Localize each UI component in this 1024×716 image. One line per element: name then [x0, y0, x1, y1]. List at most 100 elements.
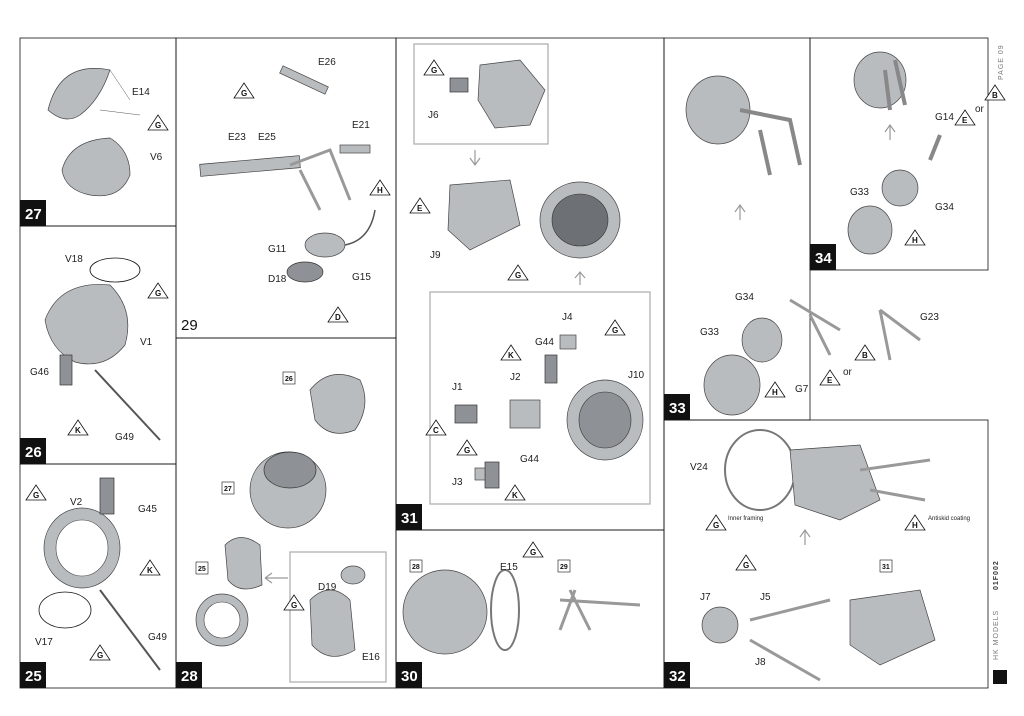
footer-code: 01F002: [993, 560, 1000, 590]
tri-g-25a: G: [33, 491, 39, 500]
ref-31: 31: [882, 564, 890, 571]
label-g44a: G44: [535, 337, 554, 348]
tri-k-31a: K: [508, 351, 514, 360]
step-25-parts: [25, 477, 161, 671]
label-e15: E15: [500, 562, 518, 573]
step-29-number: 29: [181, 317, 198, 334]
label-g11: G11: [268, 244, 287, 255]
label-v1: V1: [140, 337, 153, 348]
step-29-parts: [199, 65, 391, 323]
tri-h-32: H: [912, 521, 918, 530]
tri-k-31b: K: [512, 491, 518, 500]
label-g49-25: G49: [148, 632, 167, 643]
label-e21: E21: [352, 120, 370, 131]
step-33-parts: [685, 75, 921, 416]
ref-29: 29: [560, 564, 568, 571]
label-g7: G7: [795, 384, 809, 395]
label-g34-33: G34: [735, 292, 754, 303]
step-25-number: 25: [25, 668, 42, 685]
label-j8: J8: [755, 657, 766, 668]
label-j6: J6: [428, 110, 439, 121]
tri-g-28: G: [291, 601, 297, 610]
ref-25: 25: [198, 566, 206, 573]
label-g49-26: G49: [115, 432, 134, 443]
note-inner-framing: Inner framing: [728, 516, 763, 522]
tri-g-31d: G: [612, 326, 618, 335]
tri-g-27: G: [155, 121, 161, 130]
label-e26: E26: [318, 57, 336, 68]
step-34-number: 34: [815, 250, 832, 267]
step-26-parts: [44, 257, 169, 441]
tri-g-31c: G: [464, 446, 470, 455]
label-v18: V18: [65, 254, 83, 265]
tri-h-29: H: [377, 186, 383, 195]
label-e14: E14: [132, 87, 150, 98]
label-d18: D18: [268, 274, 287, 285]
tri-h-33: H: [772, 388, 778, 397]
tri-g-32b: G: [743, 561, 749, 570]
tri-e-31: E: [417, 204, 423, 213]
ref-27: 27: [224, 486, 232, 493]
label-v6: V6: [150, 152, 163, 163]
step-33-number: 33: [669, 400, 686, 417]
panel-frames: [19, 37, 989, 689]
label-j3: J3: [452, 477, 463, 488]
step-32-number: 32: [669, 668, 686, 685]
tri-d-29: D: [335, 313, 341, 322]
label-g44b: G44: [520, 454, 539, 465]
step-31-parts: [409, 43, 651, 505]
label-e16: E16: [362, 652, 380, 663]
step-34-parts: [847, 51, 1006, 255]
tri-g-29: G: [241, 89, 247, 98]
step-28-parts: [195, 371, 387, 683]
label-j7: J7: [700, 592, 711, 603]
label-g33-33: G33: [700, 327, 719, 338]
label-j9: J9: [430, 250, 441, 261]
step-27-number: 27: [25, 206, 42, 223]
tri-h-34: H: [912, 236, 918, 245]
label-g23: G23: [920, 312, 939, 323]
ref-26: 26: [285, 376, 293, 383]
label-v2: V2: [70, 497, 83, 508]
tri-b-33: B: [862, 351, 868, 360]
step-31-number: 31: [401, 510, 418, 527]
tri-g-31b: G: [515, 271, 521, 280]
tri-k-25: K: [147, 566, 153, 575]
label-g46: G46: [30, 367, 49, 378]
footer-publisher: HK MODELS: [993, 610, 1000, 660]
tri-c-31: C: [433, 426, 439, 435]
step-28-number: 28: [181, 668, 198, 685]
tri-g-32a: G: [713, 521, 719, 530]
step-badges: [20, 200, 836, 688]
or-33: or: [843, 367, 853, 378]
label-d19: D19: [318, 582, 337, 593]
label-j4: J4: [562, 312, 573, 323]
ref-28: 28: [412, 564, 420, 571]
label-g33-34: G33: [850, 187, 869, 198]
or-34: or: [975, 104, 985, 115]
step-30-parts: [402, 541, 641, 655]
tri-e-33: E: [827, 376, 833, 385]
label-j2: J2: [510, 372, 521, 383]
label-v17: V17: [35, 637, 53, 648]
tri-g-30: G: [530, 548, 536, 557]
step-32-parts: [701, 429, 936, 682]
footer: HK MODELS 01F002 PAGE 09: [993, 44, 1007, 684]
step-26-number: 26: [25, 444, 42, 461]
label-j1: J1: [452, 382, 463, 393]
tri-g-25b: G: [97, 651, 103, 660]
page-number: PAGE 09: [998, 44, 1005, 80]
label-g45: G45: [138, 504, 157, 515]
label-j10: J10: [628, 370, 645, 381]
label-e23: E23: [228, 132, 246, 143]
tri-b-34: B: [992, 91, 998, 100]
label-v24: V24: [690, 462, 708, 473]
step-27-parts: [47, 68, 169, 197]
label-e25: E25: [258, 132, 276, 143]
tri-e-34: E: [962, 116, 968, 125]
note-antiskid-coating: Antiskid coating: [928, 516, 970, 522]
label-g34-34: G34: [935, 202, 954, 213]
tri-g-31a: G: [431, 66, 437, 75]
tri-g-26: G: [155, 289, 161, 298]
